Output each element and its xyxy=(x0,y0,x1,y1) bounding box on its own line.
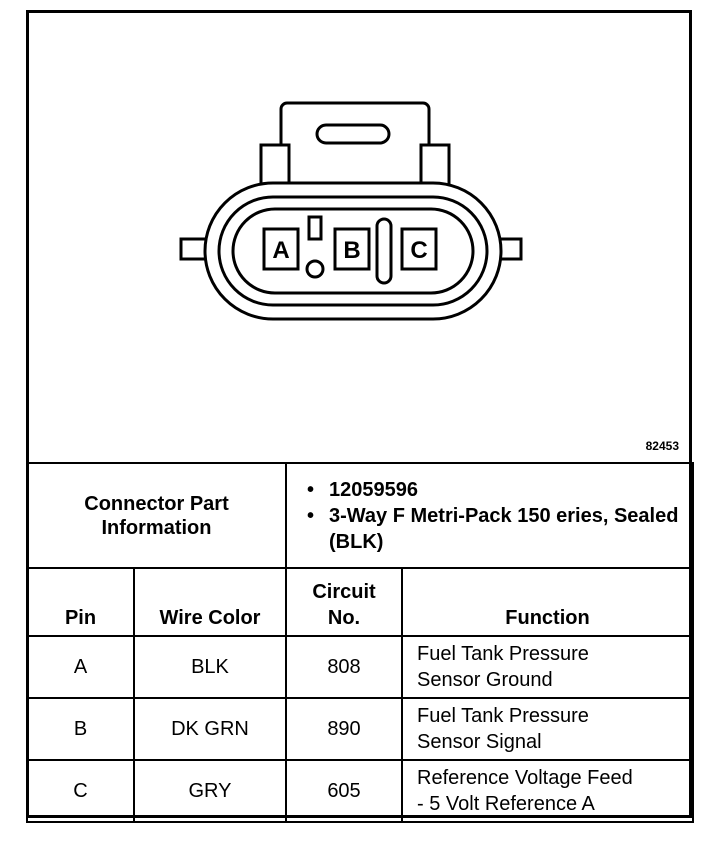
table-header-row: Pin Wire Color Circuit No. Function xyxy=(26,567,695,637)
table-row: C GRY 605 Reference Voltage Feed - 5 Vol… xyxy=(26,759,695,823)
cell-function: Fuel Tank Pressure Sensor Ground xyxy=(400,635,695,699)
tab-slot xyxy=(315,123,391,145)
latch-left-shoulder xyxy=(259,143,291,187)
key-tab-top xyxy=(307,215,323,241)
connector-info-label: Connector Part Information xyxy=(26,462,287,569)
connector-diagram: A B C 82453 xyxy=(29,13,689,463)
key-post xyxy=(305,259,325,279)
header-circuit: Circuit No. xyxy=(285,567,403,637)
cell-wire-color: DK GRN xyxy=(133,697,287,761)
cell-wire-color: GRY xyxy=(133,759,287,823)
connector-part-number: 12059596 xyxy=(305,477,692,503)
pin-label-b: B xyxy=(343,237,360,264)
pin-cavity-b xyxy=(333,227,371,271)
polarization-rib xyxy=(375,217,393,285)
header-wire-color: Wire Color xyxy=(133,567,287,637)
table-row: A BLK 808 Fuel Tank Pressure Sensor Grou… xyxy=(26,635,695,699)
pin-cavity-c xyxy=(400,227,438,271)
connector-info-list: 12059596 3-Way F Metri-Pack 150 eries, S… xyxy=(284,462,695,569)
header-pin: Pin xyxy=(26,567,135,637)
pin-label-a: A xyxy=(272,237,289,264)
cell-circuit: 605 xyxy=(285,759,403,823)
cell-circuit: 890 xyxy=(285,697,403,761)
cell-pin: B xyxy=(26,697,135,761)
cell-wire-color: BLK xyxy=(133,635,287,699)
cell-function: Fuel Tank Pressure Sensor Signal xyxy=(400,697,695,761)
connector-description: 3-Way F Metri-Pack 150 eries, Sealed (BL… xyxy=(305,503,692,555)
header-function: Function xyxy=(400,567,695,637)
pin-cavity-a xyxy=(262,227,300,271)
figure-number: 82453 xyxy=(645,439,679,453)
cell-function: Reference Voltage Feed - 5 Volt Referenc… xyxy=(400,759,695,823)
connector-sheet: A B C 82453 Connector Part Information 1… xyxy=(26,10,695,823)
cell-pin: A xyxy=(26,635,135,699)
latch-right-shoulder xyxy=(419,143,451,187)
connector-face-drawing: A B C xyxy=(179,101,523,321)
table-row: B DK GRN 890 Fuel Tank Pressure Sensor S… xyxy=(26,697,695,761)
connector-info-row: Connector Part Information 12059596 3-Wa… xyxy=(26,462,695,569)
cell-circuit: 808 xyxy=(285,635,403,699)
pinout-table: Connector Part Information 12059596 3-Wa… xyxy=(26,462,695,823)
pin-label-c: C xyxy=(410,237,427,264)
cell-pin: C xyxy=(26,759,135,823)
